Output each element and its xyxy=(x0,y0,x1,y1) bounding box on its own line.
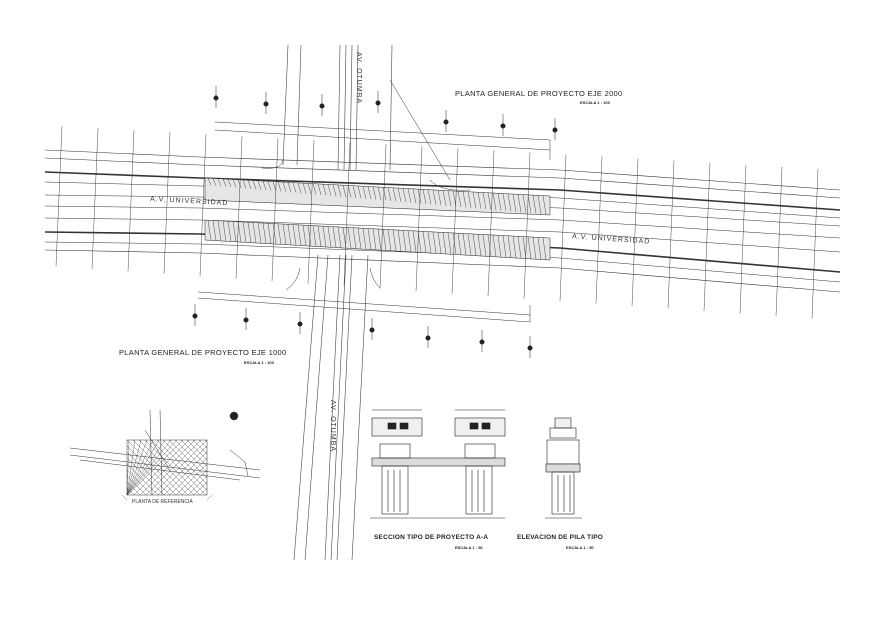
pier-elevation xyxy=(545,417,582,519)
profile-lines xyxy=(197,79,551,323)
section-markers xyxy=(192,86,558,358)
station-marks xyxy=(55,125,819,319)
section-title: SECCION TIPO DE PROYECTO A-A xyxy=(374,534,489,541)
bridge-deck-upper xyxy=(204,177,551,216)
section-a-a xyxy=(370,409,506,519)
vertical-road xyxy=(282,44,393,561)
plan-2000-title: PLANTA GENERAL DE PROYECTO EJE 2000 xyxy=(455,89,623,98)
reference-plan xyxy=(69,409,261,501)
bridge-deck-lower xyxy=(204,219,551,261)
plan-2000-scale: ESCALA 1 : 100 xyxy=(580,100,610,105)
road-label-vertical-bottom: AV. OTUMBA xyxy=(329,400,336,453)
elevation-title: ELEVACION DE PILA TIPO xyxy=(517,534,604,541)
section-scale: ESCALA 1 : 50 xyxy=(455,545,483,550)
plan-1000-title: PLANTA GENERAL DE PROYECTO EJE 1000 xyxy=(119,348,287,357)
reference-plan-title: PLANTA DE REFERENCIA xyxy=(132,499,193,505)
plan-1000-scale: ESCALA 1 : 100 xyxy=(244,360,274,365)
elevation-scale: ESCALA 1 : 50 xyxy=(566,545,594,550)
road-label-vertical-top: AV. OTUMBA xyxy=(355,52,362,105)
